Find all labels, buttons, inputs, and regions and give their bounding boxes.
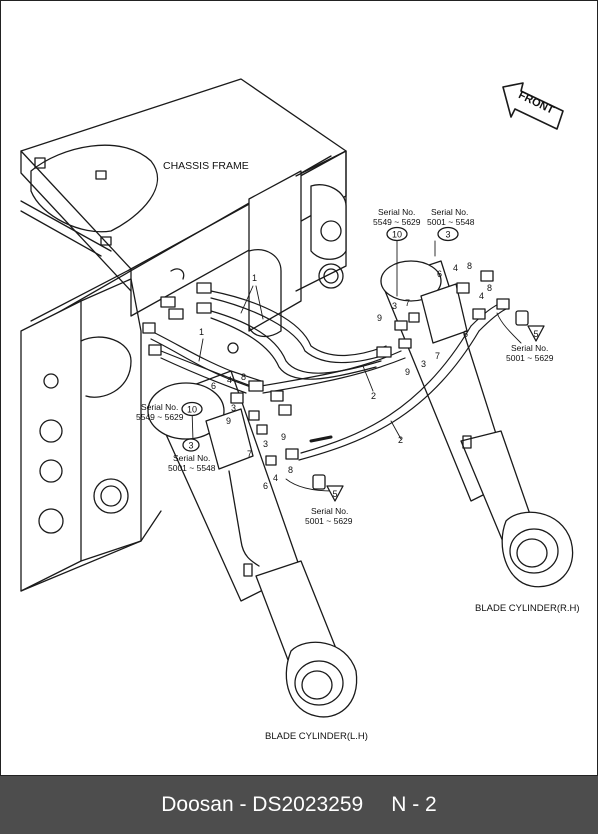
serial-range-label: 5001 ~ 5629: [506, 353, 554, 363]
callout-3: 3: [231, 403, 236, 413]
blade-cylinder-lh-label: BLADE CYLINDER(L.H): [265, 731, 368, 742]
callout-7: 7: [435, 351, 440, 361]
manifold-block-rh: [420, 283, 468, 344]
callout-9: 9: [226, 416, 231, 426]
callout-7: 7: [405, 298, 410, 308]
callout-8: 8: [288, 465, 293, 475]
footer-page-number: N - 2: [391, 793, 437, 816]
blade-cylinder-lh: [147, 370, 358, 718]
leader-lines: [191, 240, 522, 492]
callout-8: 8: [467, 261, 472, 271]
callout-1: 1: [252, 273, 257, 283]
serial-no-label: Serial No.: [431, 207, 468, 217]
callout-2: 2: [371, 391, 376, 401]
serial-range-label: 5001 ~ 5629: [305, 516, 353, 526]
callout-5: 5: [332, 489, 337, 499]
part-number-callouts: 1 1 2 2 6 4 8 3 7 9 9 3 7 4 8 6 6 4 8 3 …: [199, 261, 492, 491]
serial-no-label: Serial No.: [511, 343, 548, 353]
callout-2: 2: [398, 435, 403, 445]
footer-bar: Doosan - DS2023259 N - 2: [0, 776, 598, 834]
callout-10: 10: [392, 230, 402, 240]
chassis-frame: [20, 78, 347, 592]
blade-cylinder-rh-label: BLADE CYLINDER(R.H): [475, 603, 580, 614]
serial-no-label: Serial No.: [141, 402, 178, 412]
callout-4: 4: [273, 473, 278, 483]
callout-1: 1: [199, 327, 204, 337]
callout-6: 6: [211, 381, 216, 391]
callout-4: 4: [453, 263, 458, 273]
callout-3: 3: [188, 441, 193, 451]
serial-no-label: Serial No.: [311, 506, 348, 516]
serial-no-label: Serial No.: [173, 453, 210, 463]
callout-9: 9: [377, 313, 382, 323]
front-arrow-icon: FRONT: [502, 82, 564, 130]
labels: CHASSIS FRAME BLADE CYLINDER(R.H) BLADE …: [136, 160, 580, 742]
hydraulic-diagram: FRONT: [20, 78, 580, 742]
callout-3: 3: [392, 301, 397, 311]
callout-4: 4: [479, 291, 484, 301]
callout-6: 6: [463, 329, 468, 339]
callout-5: 5: [533, 329, 538, 339]
callout-9: 9: [281, 432, 286, 442]
hoses: [150, 290, 507, 461]
callout-6: 6: [263, 481, 268, 491]
callout-6: 6: [437, 269, 442, 279]
callout-10: 10: [187, 405, 197, 415]
callout-8: 8: [241, 372, 246, 382]
fittings: [142, 270, 529, 490]
callout-8: 8: [487, 283, 492, 293]
serial-range-label: 5001 ~ 5548: [427, 217, 475, 227]
serial-range-label: 5549 ~ 5629: [136, 412, 184, 422]
footer-brand-code: Doosan - DS2023259: [161, 793, 364, 816]
circled-callouts: 10 3 10 3 5 5: [181, 226, 545, 502]
chassis-frame-label: CHASSIS FRAME: [163, 160, 249, 172]
serial-no-label: Serial No.: [378, 207, 415, 217]
callout-3: 3: [421, 359, 426, 369]
drawing-frame: FRONT: [0, 0, 598, 776]
callout-3: 3: [263, 439, 268, 449]
callout-3: 3: [445, 230, 450, 240]
serial-range-label: 5549 ~ 5629: [373, 217, 421, 227]
callout-7: 7: [247, 449, 252, 459]
callout-4: 4: [227, 375, 232, 385]
serial-range-label: 5001 ~ 5548: [168, 463, 216, 473]
callout-9: 9: [405, 367, 410, 377]
